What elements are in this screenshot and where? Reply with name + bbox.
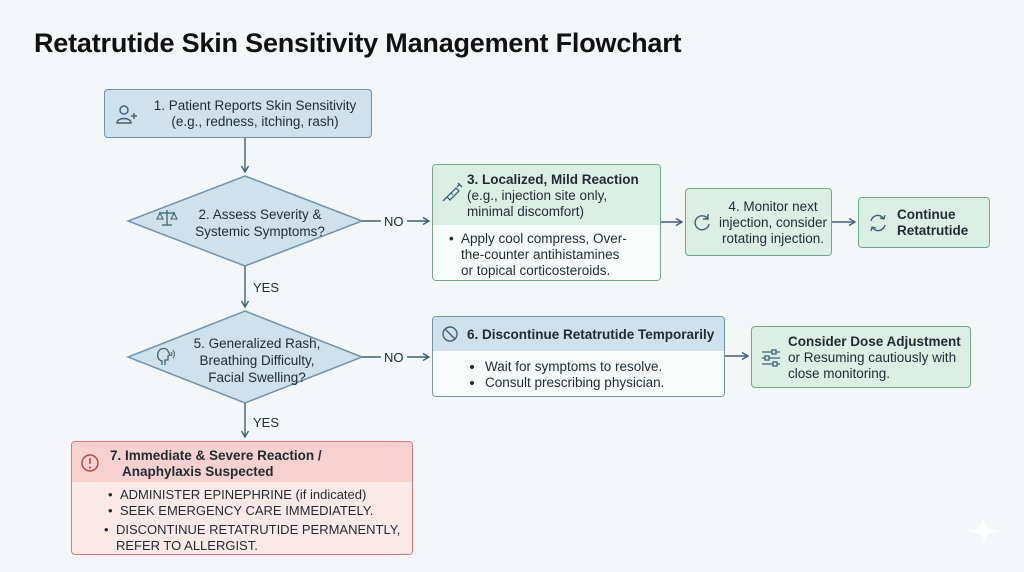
step-7-body: •ADMINISTER EPINEPHRINE (if indicated) •…: [72, 482, 412, 554]
refresh-icon: [694, 214, 710, 231]
dose-adjustment-box: Consider Dose Adjustment or Resuming cau…: [751, 326, 971, 388]
step-1-title: 1. Patient Reports Skin Sensitivity: [153, 98, 357, 113]
prohibited-icon: [442, 326, 458, 342]
step-3-bullet-l2: the-counter antihistamines: [461, 247, 620, 262]
step-7-bullet-3-l1: DISCONTINUE RETATRUTIDE PERMANENTLY,: [116, 522, 401, 537]
continue-box: Continue Retatrutide: [858, 197, 990, 248]
dose-line3: close monitoring.: [788, 366, 891, 381]
step-4-box: 4. Monitor next injection, consider rota…: [685, 188, 832, 256]
dose-title: Consider Dose Adjustment: [788, 334, 961, 349]
step-3-bullet-l3: or topical corticosteroids.: [461, 263, 611, 278]
step-7-bullet-3-l2: REFER TO ALLERGIST.: [116, 538, 258, 553]
step-2-text: 2. Assess Severity & Systemic Symptoms?: [170, 206, 350, 240]
step-3-sub1: (e.g., injection site only,: [467, 188, 608, 203]
step-7-box: 7. Immediate & Severe Reaction / Anaphyl…: [71, 441, 413, 555]
step-7-bullet-2: SEEK EMERGENCY CARE IMMEDIATELY.: [120, 503, 374, 518]
continue-line1: Continue: [897, 207, 956, 222]
step-7-header: 7. Immediate & Severe Reaction / Anaphyl…: [72, 442, 412, 482]
step-5-line2: Breathing Difficulty,: [199, 353, 315, 368]
step-3-body: • Apply cool compress, Over- the-counter…: [433, 225, 660, 280]
refresh-icon: [870, 214, 886, 232]
step-2-line2: Systemic Symptoms?: [195, 224, 325, 239]
label-no-2: NO: [384, 350, 404, 365]
step-3-bullet-l1: Apply cool compress, Over-: [461, 231, 627, 246]
step-4-line1: 4. Monitor next: [728, 199, 818, 214]
step-6-body: Wait for symptoms to resolve. Consult pr…: [433, 351, 724, 396]
step-6-bullet-2: Consult prescribing physician.: [485, 375, 664, 391]
step-6-box: 6. Discontinue Retatrutide Temporarily W…: [432, 316, 725, 397]
label-yes-1: YES: [253, 280, 280, 295]
step-7-bullet-1: ADMINISTER EPINEPHRINE (if indicated): [120, 487, 367, 502]
scales-icon: [156, 210, 178, 226]
syringe-icon: [442, 182, 463, 202]
continue-line2: Retatrutide: [897, 223, 969, 238]
page-title: Retatrutide Skin Sensitivity Management …: [34, 28, 682, 58]
step-1-sub: (e.g., redness, itching, rash): [171, 114, 339, 129]
step-1-box: 1. Patient Reports Skin Sensitivity (e.g…: [104, 89, 372, 138]
add-user-icon: [116, 105, 137, 124]
step-6-title: 6. Discontinue Retatrutide Temporarily: [467, 327, 715, 342]
step-7-title1: 7. Immediate & Severe Reaction /: [110, 448, 322, 463]
step-7-title2: Anaphylaxis Suspected: [122, 464, 274, 479]
step-5-line3: Facial Swelling?: [208, 370, 306, 385]
step-3-sub2: minimal discomfort): [467, 204, 585, 219]
label-yes-2: YES: [253, 415, 280, 430]
breathing-head-icon: [156, 347, 175, 365]
alert-icon: [81, 454, 99, 472]
sliders-icon: [762, 349, 780, 367]
step-4-line3: rotating injection.: [721, 231, 825, 246]
step-5-text: 5. Generalized Rash, Breathing Difficult…: [172, 335, 342, 386]
step-3-box: 3. Localized, Mild Reaction (e.g., injec…: [432, 164, 661, 281]
step-6-bullet-1: Wait for symptoms to resolve.: [485, 359, 664, 375]
step-5-line1: 5. Generalized Rash,: [193, 336, 321, 351]
step-3-title: 3. Localized, Mild Reaction: [467, 172, 639, 187]
step-3-header: 3. Localized, Mild Reaction (e.g., injec…: [433, 165, 660, 225]
dose-line2: or Resuming cautiously with: [788, 350, 957, 365]
step-2-line1: 2. Assess Severity &: [198, 207, 322, 222]
step-6-header: 6. Discontinue Retatrutide Temporarily: [433, 317, 724, 351]
label-no-1: NO: [384, 214, 404, 229]
sparkle-icon: [968, 516, 998, 546]
step-4-line2: injection, consider: [718, 215, 828, 230]
